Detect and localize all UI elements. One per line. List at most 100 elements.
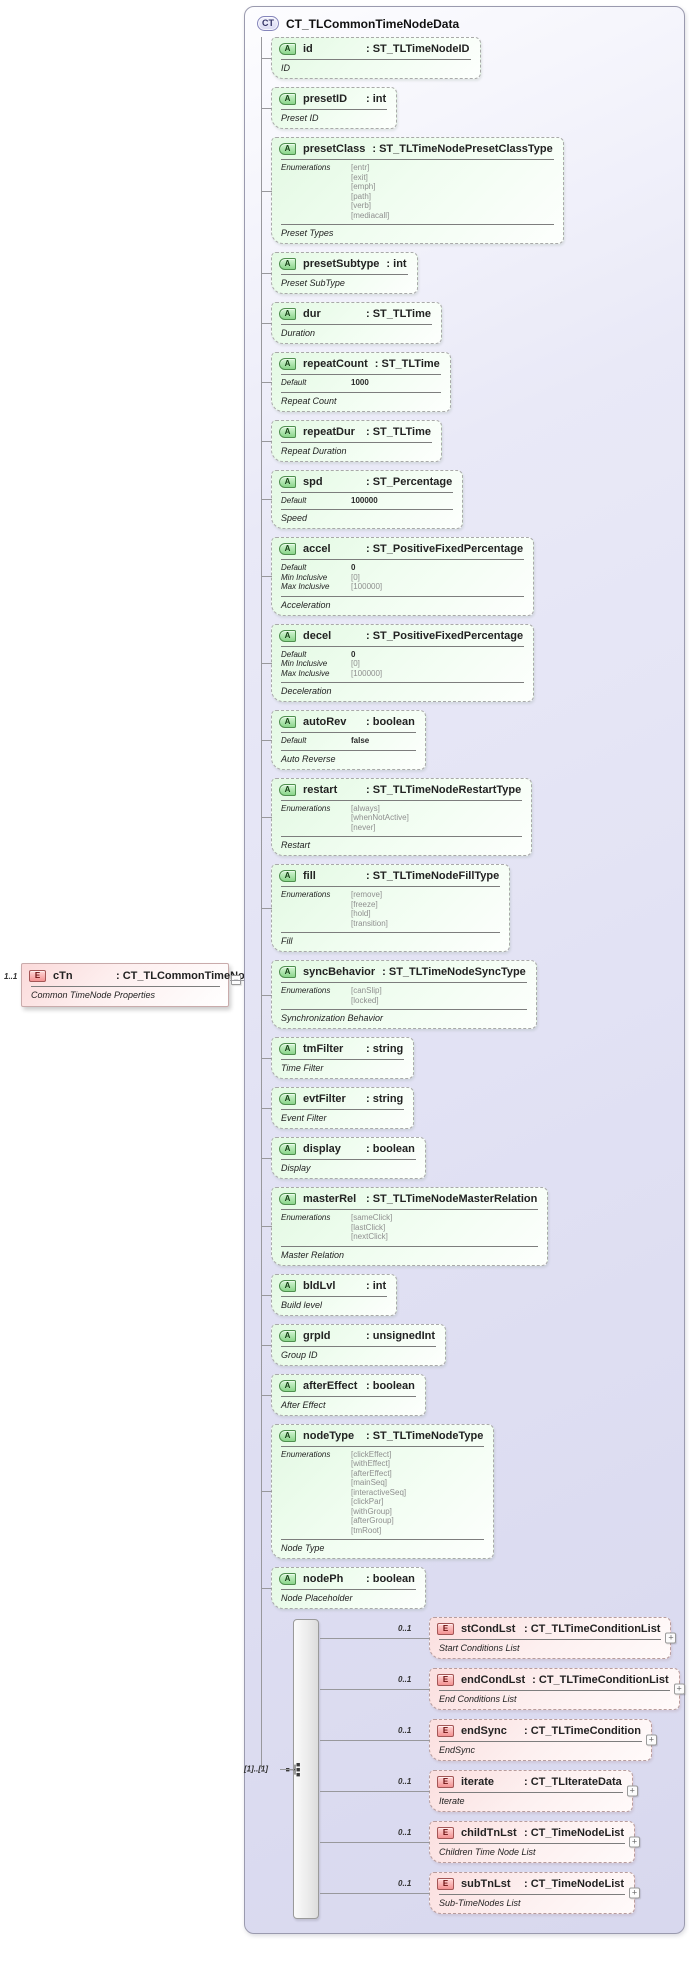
attribute-box[interactable]: A afterEffect : boolean After Effect xyxy=(261,1373,426,1416)
elements-section: [1]..[1] 0..1 E stCondLst : CT_TLTimeCon… xyxy=(244,1617,685,1923)
attribute-description: Node Type xyxy=(281,1543,325,1553)
element-description: End Conditions List xyxy=(439,1694,517,1704)
element-name: childTnLst xyxy=(461,1827,517,1839)
element-header: E endSync : CT_TLTimeCondition xyxy=(437,1724,642,1741)
attribute-description: Node Placeholder xyxy=(281,1593,353,1603)
element-description: Start Conditions List xyxy=(439,1643,520,1653)
attribute-box[interactable]: A grpId : unsignedInt Group ID xyxy=(260,1323,447,1366)
attribute-facts: Enumerations[entr][exit][emph][path][ver… xyxy=(279,160,554,224)
fact-label: Enumerations xyxy=(281,986,331,995)
expand-icon[interactable]: + xyxy=(629,1887,641,1899)
attribute-header: A masterRel : ST_TLTimeNodeMasterRelatio… xyxy=(279,1192,538,1209)
attribute-type: : ST_PositiveFixedPercentage xyxy=(366,629,524,642)
attribute-header: A nodeType : ST_TLTimeNodeType xyxy=(279,1429,484,1446)
attribute-description: Deceleration xyxy=(281,686,332,696)
fact-value: [sameClick] xyxy=(351,1213,393,1222)
element-name: subTnLst xyxy=(461,1878,511,1890)
attribute-box[interactable]: A nodeType : ST_TLTimeNodeType Enumerati… xyxy=(260,1423,495,1559)
attribute-description: Synchronization Behavior xyxy=(281,1013,384,1023)
attribute-badge-icon: A xyxy=(279,1043,296,1055)
divider xyxy=(281,595,525,597)
element-cardinality-label: 0..1 xyxy=(398,1879,412,1888)
attribute-box[interactable]: A tmFilter : string Time Filter xyxy=(260,1037,415,1079)
expand-icon[interactable]: + xyxy=(629,1836,641,1848)
element-box[interactable]: 0..1 E endSync : CT_TLTimeCondition EndS… xyxy=(320,1719,657,1761)
attribute-box[interactable]: A syncBehavior : ST_TLTimeNodeSyncType E… xyxy=(261,960,537,1029)
attribute-type: : boolean xyxy=(366,1379,415,1392)
container-body: A id : ST_TLTimeNodeID ID A presetID : i… xyxy=(244,37,685,1923)
attribute-box[interactable]: A repeatDur : ST_TLTime Repeat Duration xyxy=(261,419,442,462)
divider xyxy=(281,274,408,275)
attribute-box[interactable]: A accel : ST_PositiveFixedPercentage Def… xyxy=(260,537,535,616)
attribute-type: : ST_TLTimeNodeType xyxy=(366,1429,484,1442)
attribute-description: Preset ID xyxy=(281,113,319,123)
fact-value: [100000] xyxy=(351,668,383,678)
sequence-bar[interactable]: [1]..[1] xyxy=(244,1619,319,1919)
element-box[interactable]: 0..1 E childTnLst : CT_TimeNodeList Chil… xyxy=(319,1821,641,1863)
fact-value: [nextClick] xyxy=(351,1232,388,1241)
divider xyxy=(281,559,525,560)
attribute-box[interactable]: A fill : ST_TLTimeNodeFillType Enumerati… xyxy=(260,864,511,952)
attribute-box[interactable]: A presetID : int Preset ID xyxy=(260,87,398,129)
attribute-name: presetClass xyxy=(303,143,366,155)
attribute-box[interactable]: A bldLvl : int Build level xyxy=(260,1273,398,1316)
divider xyxy=(439,1639,662,1640)
element-box[interactable]: 0..1 E iterate : CT_TLIterateData Iterat… xyxy=(320,1770,638,1812)
fact-value: [canSlip] xyxy=(351,986,382,995)
fact-values: [sameClick][lastClick][nextClick] xyxy=(351,1213,536,1242)
element-box[interactable]: 0..1 E stCondLst : CT_TLTimeConditionLis… xyxy=(319,1617,677,1659)
fact-value: false xyxy=(351,736,370,745)
attribute-box[interactable]: A restart : ST_TLTimeNodeRestartType Enu… xyxy=(260,777,533,856)
attribute-name: repeatDur xyxy=(303,425,355,438)
attribute-name: id xyxy=(303,43,313,55)
attribute-description: ID xyxy=(281,63,290,73)
element-type: : CT_TLIterateData xyxy=(524,1776,622,1788)
expand-icon[interactable]: + xyxy=(626,1785,638,1797)
attribute-box[interactable]: A evtFilter : string Event Filter xyxy=(260,1087,415,1129)
fact-label: Max Inclusive xyxy=(281,668,330,678)
attribute-box[interactable]: A presetSubtype : int Preset SubType xyxy=(261,252,418,294)
expand-icon[interactable]: + xyxy=(673,1683,685,1695)
fact-row: Enumerations[entr][exit][emph][path][ver… xyxy=(281,163,552,220)
complex-type-header[interactable]: CT CT_TLCommonTimeNodeData xyxy=(253,13,676,37)
attribute-box[interactable]: A id : ST_TLTimeNodeID ID xyxy=(261,37,481,79)
fact-row: Max Inclusive [100000] xyxy=(281,669,522,679)
attribute-facts: Enumerations[canSlip][locked] xyxy=(279,983,527,1009)
divider xyxy=(281,1589,416,1590)
divider xyxy=(281,1345,437,1347)
attribute-name: spd xyxy=(303,475,323,488)
element-badge-icon: E xyxy=(437,1878,454,1890)
attribute-box[interactable]: A masterRel : ST_TLTimeNodeMasterRelatio… xyxy=(260,1187,549,1266)
attribute-badge-icon: A xyxy=(279,1573,296,1585)
attribute-box[interactable]: A display : boolean Display xyxy=(261,1137,426,1179)
attribute-box[interactable]: A decel : ST_PositiveFixedPercentage Def… xyxy=(260,623,535,702)
divider xyxy=(281,441,432,443)
divider xyxy=(281,391,441,393)
attribute-box[interactable]: A presetClass : ST_TLTimeNodePresetClass… xyxy=(261,137,564,244)
element-box[interactable]: 0..1 E subTnLst : CT_TimeNodeList Sub-Ti… xyxy=(319,1872,641,1914)
attribute-name: fill xyxy=(303,870,316,882)
expand-icon[interactable]: + xyxy=(645,1734,657,1746)
element-box[interactable]: 0..1 E endCondLst : CT_TLTimeConditionLi… xyxy=(320,1668,685,1710)
attribute-header: A fill : ST_TLTimeNodeFillType xyxy=(279,869,500,886)
attribute-name: nodePh xyxy=(303,1573,344,1585)
ctn-element-box[interactable]: E cTn : CT_TLCommonTimeNodeData Common T… xyxy=(21,963,281,1007)
attribute-box[interactable]: A nodePh : boolean Node Placeholder xyxy=(261,1567,426,1609)
divider xyxy=(439,1843,626,1844)
attribute-type: : ST_TLTimeNodeMasterRelation xyxy=(366,1193,538,1205)
element-name: stCondLst xyxy=(461,1623,516,1635)
attribute-badge-icon: A xyxy=(279,143,296,155)
expand-icon[interactable]: + xyxy=(665,1632,677,1644)
element-badge-icon: E xyxy=(437,1827,454,1839)
fact-value: [entr] xyxy=(351,163,370,172)
attribute-badge-icon: A xyxy=(279,43,296,55)
divider xyxy=(281,732,416,733)
attribute-header: A repeatCount : ST_TLTime xyxy=(279,357,441,374)
divider xyxy=(281,374,441,375)
attribute-box[interactable]: A dur : ST_TLTime Duration xyxy=(261,302,442,344)
element-description: Children Time Node List xyxy=(439,1847,536,1857)
